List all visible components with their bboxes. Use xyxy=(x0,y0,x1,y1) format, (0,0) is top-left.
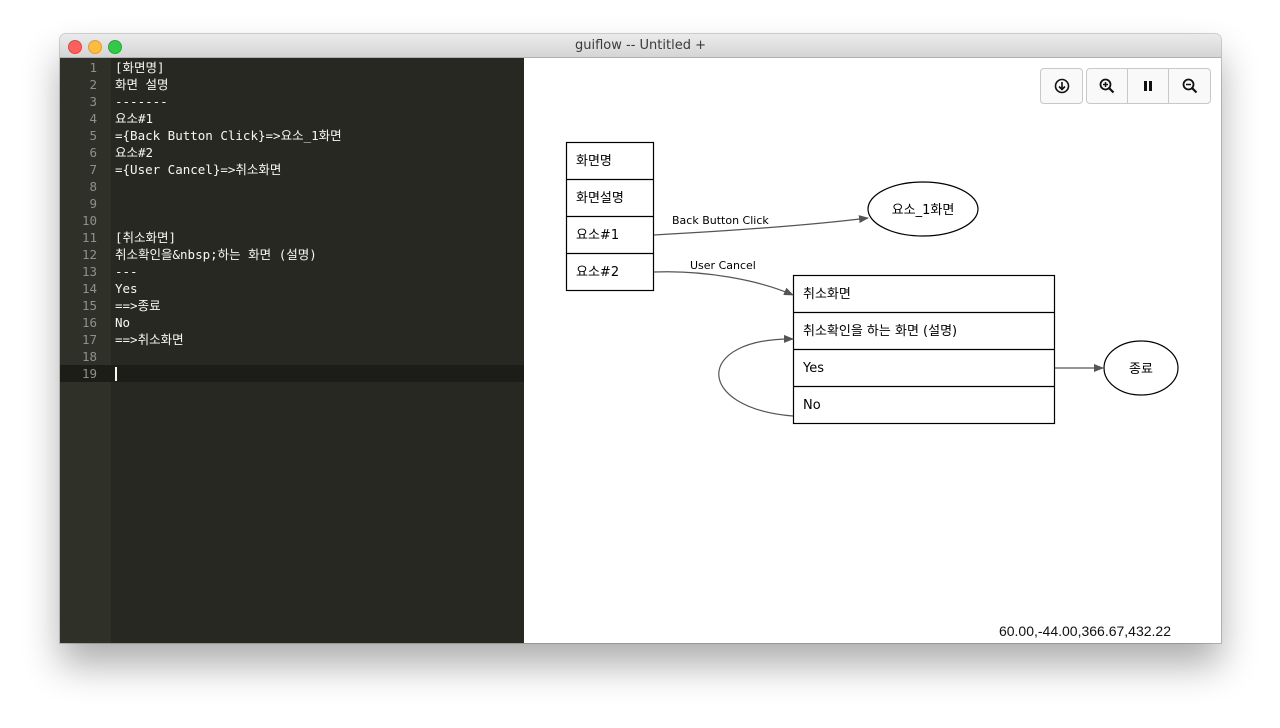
pause-button[interactable] xyxy=(1128,69,1169,103)
zoom-toolbar xyxy=(1086,68,1211,104)
title-bar: guiflow -- Untitled + xyxy=(60,34,1221,58)
line-number: 10 xyxy=(81,213,97,228)
minimize-window-button[interactable] xyxy=(88,40,102,54)
line-text[interactable]: 요소#2 xyxy=(115,145,154,160)
end-node[interactable]: 종료 xyxy=(1103,340,1179,396)
pause-icon xyxy=(1144,81,1152,91)
export-toolbar xyxy=(1040,68,1083,104)
line-number: 11 xyxy=(81,230,97,245)
screen-node-2[interactable]: 취소화면 취소확인을 하는 화면 (설명) Yes No xyxy=(792,274,1056,425)
screen1-description: 화면설명 xyxy=(576,191,624,206)
line-number-gutter xyxy=(60,58,111,643)
download-button[interactable] xyxy=(1041,69,1082,103)
editor-line[interactable]: 4 요소#1 xyxy=(60,110,524,127)
screen1-element-1: 요소#1 xyxy=(576,228,619,243)
line-text[interactable]: No xyxy=(115,315,131,330)
diagram-canvas[interactable]: 화면명 화면설명 요소#1 요소#2 취소화면 취소확인을 하는 화면 (설명)… xyxy=(524,58,1221,643)
element1-screen-node[interactable]: 요소_1화면 xyxy=(867,181,979,237)
text-cursor xyxy=(115,367,117,381)
line-number: 13 xyxy=(81,264,97,279)
line-number: 5 xyxy=(89,128,97,143)
editor-line[interactable]: 19 xyxy=(60,365,524,382)
line-text[interactable]: [취소화면] xyxy=(115,230,177,245)
line-number: 6 xyxy=(89,145,97,160)
line-text[interactable]: --- xyxy=(115,264,138,279)
editor-line[interactable]: 14 Yes xyxy=(60,280,524,297)
flow-diagram: 화면명 화면설명 요소#1 요소#2 취소화면 취소확인을 하는 화면 (설명)… xyxy=(565,141,1179,425)
editor-line[interactable]: 15 ==>종료 xyxy=(60,297,524,314)
window-title: guiflow -- Untitled + xyxy=(575,38,706,53)
line-number: 19 xyxy=(81,366,97,381)
screen1-element-2: 요소#2 xyxy=(576,265,619,280)
line-number: 8 xyxy=(89,179,97,194)
line-number: 17 xyxy=(81,332,97,347)
line-text[interactable]: 취소확인을&nbsp;하는 화면 (설명) xyxy=(115,247,317,262)
editor-line[interactable]: 17 ==>취소화면 xyxy=(60,331,524,348)
line-text[interactable]: ={User Cancel}=>취소화면 xyxy=(115,162,282,177)
line-text[interactable]: 요소#1 xyxy=(115,111,154,126)
edge-label-back-button-click: Back Button Click xyxy=(672,214,769,227)
editor-line[interactable]: 8 xyxy=(60,178,524,195)
line-number: 1 xyxy=(89,60,97,75)
edge-label-user-cancel: User Cancel xyxy=(690,259,756,272)
edge-no-loop xyxy=(718,334,794,417)
close-window-button[interactable] xyxy=(68,40,82,54)
editor-line[interactable]: 5 ={Back Button Click}=>요소_1화면 xyxy=(60,127,524,144)
screen2-option-no: No xyxy=(803,398,821,413)
line-text[interactable]: ={Back Button Click}=>요소_1화면 xyxy=(115,128,342,143)
screen2-description: 취소확인을 하는 화면 (설명) xyxy=(803,324,957,339)
line-text[interactable]: Yes xyxy=(115,281,138,296)
screen1-title: 화면명 xyxy=(576,154,612,169)
editor-line[interactable]: 16 No xyxy=(60,314,524,331)
line-text[interactable]: ==>취소화면 xyxy=(115,332,184,347)
line-number: 7 xyxy=(89,162,97,177)
line-text[interactable]: [화면명] xyxy=(115,60,165,75)
line-number: 12 xyxy=(81,247,97,262)
line-number: 16 xyxy=(81,315,97,330)
download-icon xyxy=(1054,78,1069,94)
zoom-in-button[interactable] xyxy=(1087,69,1128,103)
editor-line[interactable]: 12 취소확인을&nbsp;하는 화면 (설명) xyxy=(60,246,524,263)
line-number: 2 xyxy=(89,77,97,92)
line-number: 18 xyxy=(81,349,97,364)
line-text[interactable]: ------- xyxy=(115,94,168,109)
line-number: 15 xyxy=(81,298,97,313)
editor-line[interactable]: 3 ------- xyxy=(60,93,524,110)
editor-line[interactable]: 9 xyxy=(60,195,524,212)
line-text[interactable]: ==>종료 xyxy=(115,298,161,313)
line-number: 3 xyxy=(89,94,97,109)
screen2-option-yes: Yes xyxy=(802,361,824,376)
editor-line[interactable]: 11 [취소화면] xyxy=(60,229,524,246)
zoom-in-icon xyxy=(1099,78,1115,94)
line-number: 14 xyxy=(81,281,97,296)
maximize-window-button[interactable] xyxy=(108,40,122,54)
zoom-out-button[interactable] xyxy=(1169,69,1210,103)
viewport-coordinates: 60.00,-44.00,366.67,432.22 xyxy=(998,623,1171,639)
zoom-out-icon xyxy=(1182,78,1197,94)
screen2-title: 취소화면 xyxy=(803,287,851,302)
line-text[interactable]: 화면 설명 xyxy=(115,77,169,92)
element1-screen-label: 요소_1화면 xyxy=(892,203,955,218)
editor-line[interactable]: 10 xyxy=(60,212,524,229)
code-editor[interactable]: 1 [화면명] 2 화면 설명 3 ------- 4 요소#1 5 ={Back Button … xyxy=(60,58,524,643)
line-number: 9 xyxy=(89,196,97,211)
editor-line[interactable]: 7 ={User Cancel}=>취소화면 xyxy=(60,161,524,178)
screen-node-1[interactable]: 화면명 화면설명 요소#1 요소#2 xyxy=(565,141,655,292)
edge-back-button-click xyxy=(653,215,869,236)
editor-line[interactable]: 18 xyxy=(60,348,524,365)
editor-line[interactable]: 13 --- xyxy=(60,263,524,280)
editor-line[interactable]: 2 화면 설명 xyxy=(60,76,524,93)
editor-line[interactable]: 1 [화면명] xyxy=(60,59,524,76)
edge-user-cancel xyxy=(653,271,794,296)
end-node-label: 종료 xyxy=(1129,362,1153,377)
editor-line[interactable]: 6 요소#2 xyxy=(60,144,524,161)
line-number: 4 xyxy=(89,111,97,126)
